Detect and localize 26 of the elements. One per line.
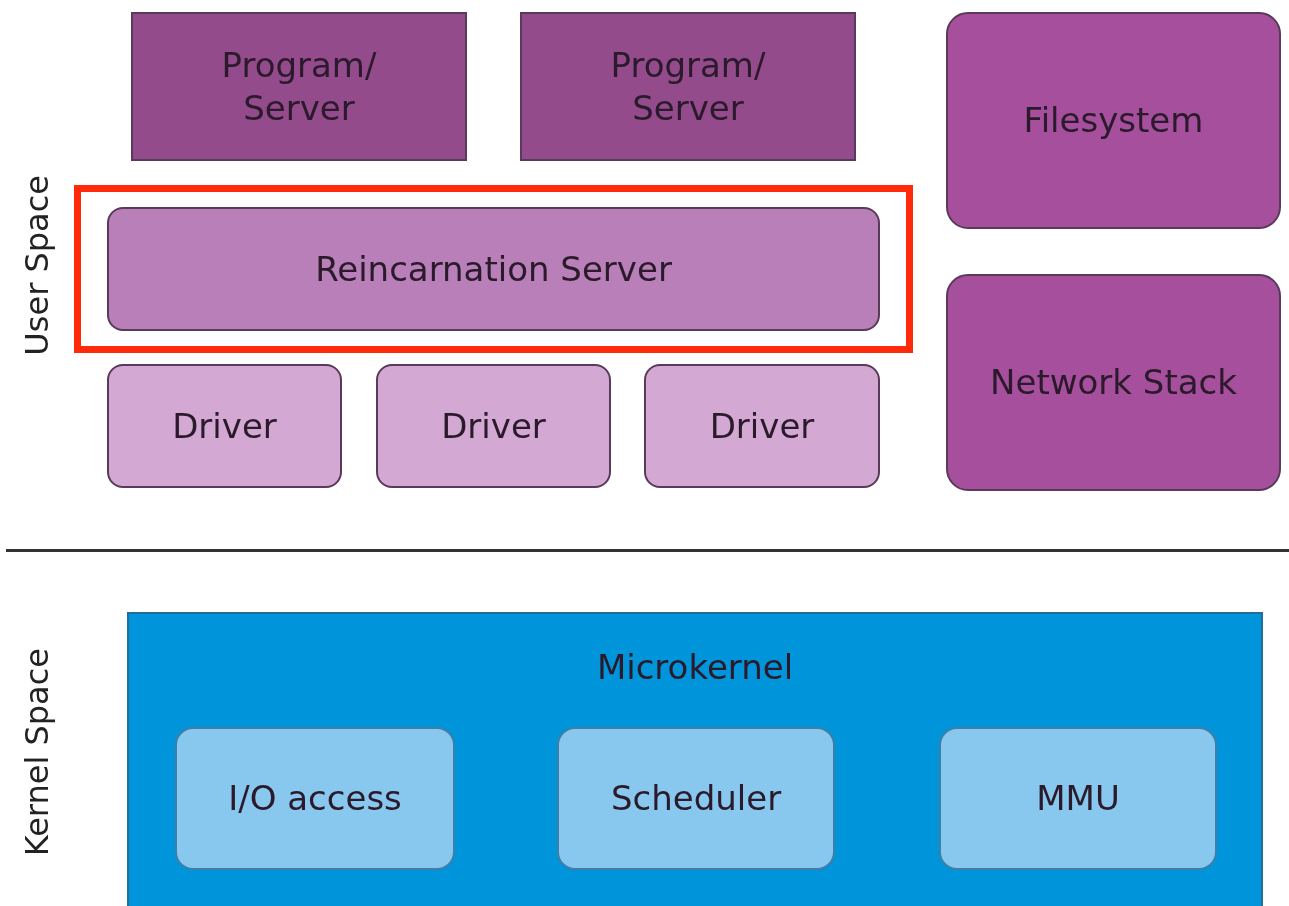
box-label: Driver: [709, 404, 815, 448]
box-label: Scheduler: [610, 777, 782, 820]
box-label: MMU: [1036, 777, 1120, 820]
kernel-box: [127, 612, 1263, 906]
service-box: [946, 12, 1281, 229]
box-label: Filesystem: [1023, 99, 1204, 142]
box-label: Program/ Server: [609, 44, 767, 129]
module-box: [175, 727, 455, 870]
server-box: [107, 207, 880, 331]
module-box: [557, 727, 835, 870]
module-box: [939, 727, 1217, 870]
box-label: Driver: [441, 404, 546, 448]
box-label: Network Stack: [990, 361, 1237, 404]
box-label: Program/ Server: [220, 44, 378, 129]
service-box: [946, 274, 1281, 491]
server-box: [131, 12, 467, 161]
box-label: Reincarnation Server: [315, 247, 672, 291]
driver-box: [107, 364, 342, 488]
layer-label: Kernel Space: [18, 648, 56, 857]
box-label: I/O access: [228, 777, 402, 820]
box-label: Microkernel: [596, 646, 794, 689]
layer-label: User Space: [18, 175, 56, 356]
driver-box: [376, 364, 611, 488]
server-box: [520, 12, 856, 161]
driver-box: [644, 364, 880, 488]
box-label: Driver: [172, 404, 277, 448]
